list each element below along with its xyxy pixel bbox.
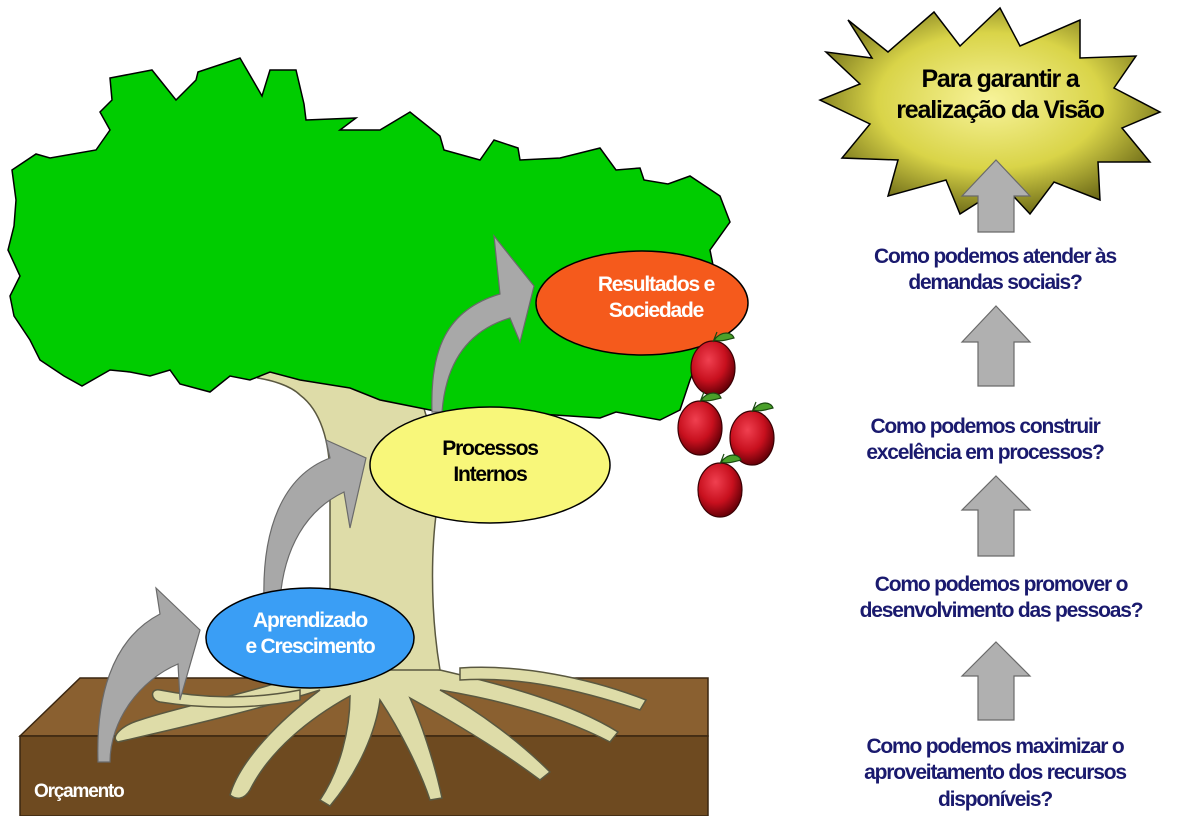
vision-line: realização da Visão xyxy=(896,96,1105,125)
question-line: Como podemos promover o xyxy=(874,573,1129,596)
question-desenvolvimento-pessoas: Como podemos promover o desenvolvimento … xyxy=(842,572,1160,625)
stage-label-processos: Processos Internos xyxy=(400,436,580,489)
question-demandas-sociais: Como podemos atender às demandas sociais… xyxy=(850,244,1140,297)
vision-label: Para garantir a realização da Visão xyxy=(864,64,1136,127)
question-line: demandas sociais? xyxy=(908,271,1083,295)
question-aproveitamento-recursos: Como podemos maximizar o aproveitamento … xyxy=(830,734,1160,813)
stage-line: Resultados e xyxy=(597,273,716,296)
ladder-arrows xyxy=(960,159,1032,721)
apple-icon xyxy=(697,453,743,518)
orcamento-label: Orçamento xyxy=(34,781,125,802)
question-excelencia-processos: Como podemos construir excelência em pro… xyxy=(830,414,1140,467)
stage-line: Aprendizado xyxy=(253,609,368,632)
stage-ellipses xyxy=(205,250,749,689)
up-arrow-icon xyxy=(960,475,1032,557)
stage-line: Sociedade xyxy=(608,299,704,323)
question-line: disponíveis? xyxy=(938,787,1053,811)
stage-label-aprendizado: Aprendizado e Crescimento xyxy=(220,608,400,661)
stage-line: Internos xyxy=(453,463,527,487)
apple-icon xyxy=(677,391,723,456)
arrow-processos-to-resultados xyxy=(431,234,535,413)
arrow-orcamento-to-aprendizado xyxy=(97,586,201,763)
resultados-ellipse xyxy=(535,250,749,356)
question-line: Como podemos atender às xyxy=(874,245,1117,268)
apple-icon xyxy=(690,331,736,396)
up-arrow-icon xyxy=(960,159,1032,233)
question-line: desenvolvimento das pessoas? xyxy=(859,599,1144,623)
apple-icon xyxy=(729,401,775,466)
processos-ellipse xyxy=(369,406,611,524)
stage-line: e Crescimento xyxy=(245,635,375,659)
stage-line: Processos xyxy=(442,437,539,460)
up-arrow-icon xyxy=(960,305,1032,387)
stage-label-resultados: Resultados e Sociedade xyxy=(576,272,736,325)
tree-canopy xyxy=(7,57,731,421)
question-line: Como podemos construir xyxy=(870,415,1100,438)
growth-arrows xyxy=(97,234,535,763)
apples xyxy=(677,331,775,518)
question-line: Como podemos maximizar o xyxy=(866,735,1124,758)
arrow-aprendizado-to-processos xyxy=(263,438,367,601)
up-arrow-icon xyxy=(960,641,1032,721)
vision-star xyxy=(818,6,1162,216)
vision-line: Para garantir a xyxy=(921,65,1079,93)
tree-roots xyxy=(114,659,648,807)
question-line: aproveitamento dos recursos xyxy=(864,761,1127,785)
aprendizado-ellipse xyxy=(205,587,415,689)
question-line: excelência em processos? xyxy=(866,441,1105,465)
